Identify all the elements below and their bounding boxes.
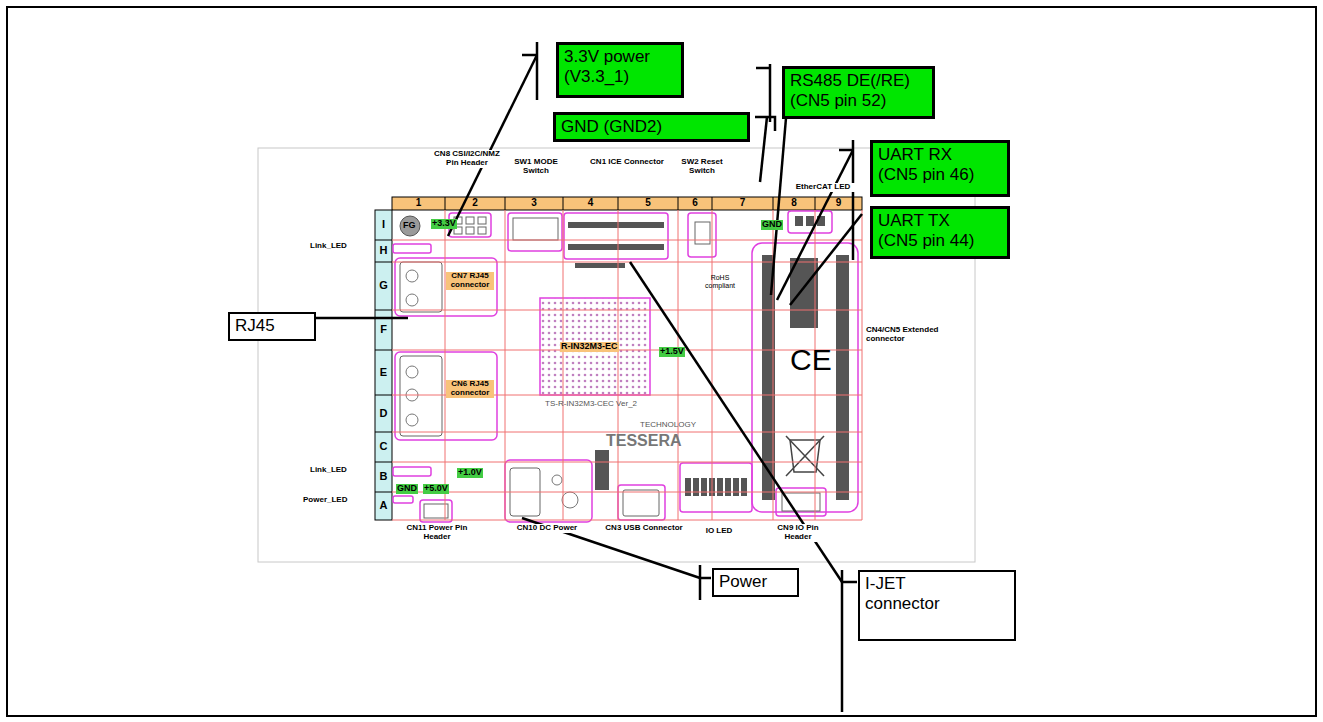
callout-text: Power bbox=[719, 572, 792, 592]
callout-text: I-JET connector bbox=[865, 574, 960, 615]
board-label: +3.3V bbox=[431, 219, 457, 229]
board-label: FG bbox=[403, 221, 416, 231]
board-label: 6 bbox=[678, 198, 712, 208]
board-label: +5.0V bbox=[423, 484, 449, 494]
board-label: CE bbox=[790, 343, 832, 376]
board-label: SW2 Reset Switch bbox=[672, 158, 732, 176]
board-label: CN4/CN5 Extended connector bbox=[866, 326, 971, 344]
board-label: CN7 RJ45 connector bbox=[446, 272, 494, 290]
callout-box: GND (GND2) bbox=[553, 112, 750, 142]
board-label: IO LED bbox=[694, 527, 744, 536]
board-label: CN1 ICE Connector bbox=[586, 158, 668, 167]
board-label: Link_LED bbox=[310, 466, 347, 475]
callout-text: RS485 DE(/RE) (CN5 pin 52) bbox=[790, 71, 927, 112]
callout-box: 3.3V power (V3.3_1) bbox=[556, 42, 684, 98]
board-label: 5 bbox=[618, 198, 678, 208]
board-label: C bbox=[375, 441, 392, 452]
board-label: R-IN32M3-EC bbox=[560, 342, 619, 352]
callout-text: UART RX (CN5 pin 46) bbox=[878, 145, 986, 186]
board-label: Power_LED bbox=[303, 496, 347, 505]
board-label: 8 bbox=[773, 198, 815, 208]
board-label: CN11 Power Pin Header bbox=[398, 524, 476, 542]
board-label: CN9 IO Pin Header bbox=[764, 524, 832, 542]
board-label: B bbox=[375, 471, 392, 482]
callout-box: Power bbox=[712, 568, 799, 597]
board-label: TESSERA bbox=[606, 432, 682, 450]
callout-box: I-JET connector bbox=[858, 570, 1016, 641]
board-label: CN6 RJ45 connector bbox=[446, 380, 494, 398]
board-label: 4 bbox=[563, 198, 618, 208]
board-label: 3 bbox=[505, 198, 563, 208]
board-label: Link_LED bbox=[310, 242, 347, 251]
callout-box: UART RX (CN5 pin 46) bbox=[870, 140, 1010, 197]
board-label: I bbox=[375, 219, 392, 230]
callout-box: RS485 DE(/RE) (CN5 pin 52) bbox=[782, 66, 935, 119]
callout-text: 3.3V power (V3.3_1) bbox=[564, 47, 676, 88]
callout-box: UART TX (CN5 pin 44) bbox=[870, 206, 1010, 259]
board-label: H bbox=[375, 245, 392, 256]
board-label: TS-R-IN32M3-CEC Ver_2 bbox=[545, 400, 637, 409]
board-label: +1.5V bbox=[659, 347, 685, 357]
board-label: A bbox=[375, 500, 392, 511]
board-label: 7 bbox=[712, 198, 773, 208]
board-label: 1 bbox=[392, 198, 445, 208]
board-label: 2 bbox=[445, 198, 505, 208]
callout-text: UART TX (CN5 pin 44) bbox=[878, 211, 986, 252]
board-label: D bbox=[375, 408, 392, 419]
board-label: RoHS compliant bbox=[700, 274, 740, 289]
board-label: SW1 MODE Switch bbox=[505, 158, 567, 176]
callout-text: RJ45 bbox=[235, 316, 309, 336]
board-label: CN3 USB Connector bbox=[603, 524, 685, 533]
board-label: EtherCAT LED bbox=[790, 183, 856, 192]
board-label: GND bbox=[761, 220, 783, 230]
board-label: +1.0V bbox=[457, 468, 483, 478]
board-label: GND bbox=[396, 484, 418, 494]
board-label: E bbox=[375, 367, 392, 378]
callout-text: GND (GND2) bbox=[561, 117, 742, 137]
callout-box: RJ45 bbox=[228, 312, 316, 341]
board-label: CN8 CSI/I2C/NMZ Pin Header bbox=[428, 150, 506, 168]
board-label: G bbox=[375, 280, 392, 291]
board-label: F bbox=[375, 324, 392, 335]
board-label: TECHNOLOGY bbox=[640, 421, 696, 430]
board-label: CN10 DC Power bbox=[515, 524, 579, 533]
board-label: 9 bbox=[815, 198, 862, 208]
